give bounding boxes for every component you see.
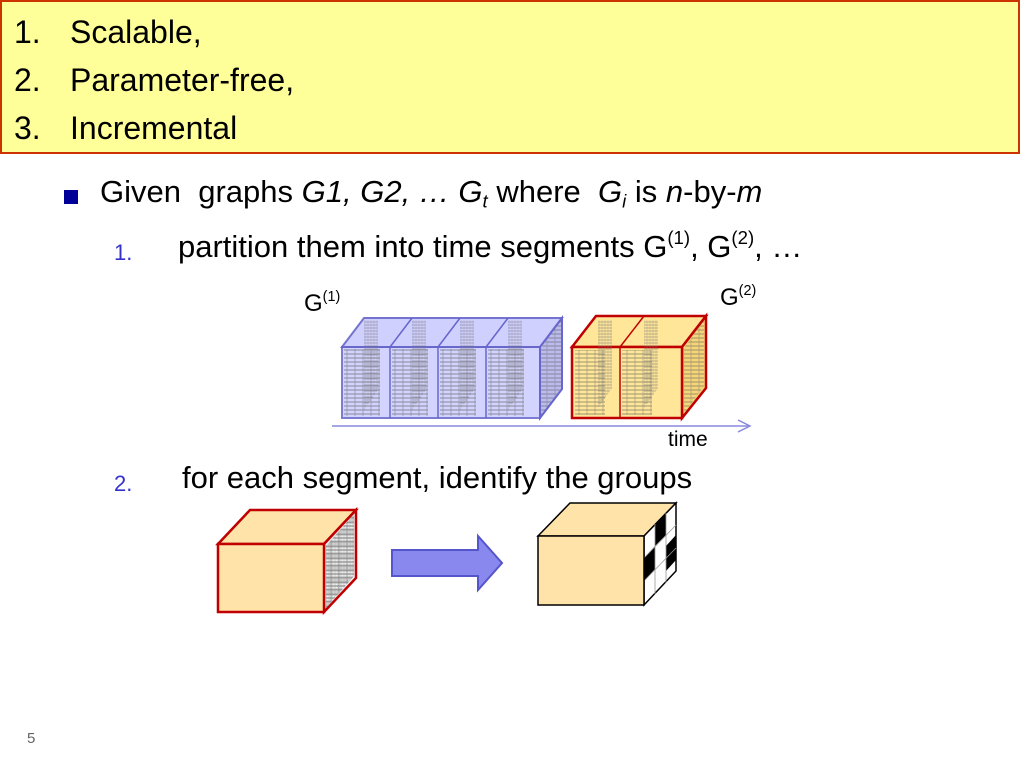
- transform-arrow-icon: [391, 533, 504, 593]
- header-item-text: Scalable,: [70, 14, 202, 50]
- segment2-box: [569, 312, 709, 422]
- input-cube: [215, 506, 359, 616]
- bullet-square-icon: [64, 190, 78, 204]
- step2-number: 2.: [114, 471, 133, 496]
- segment1-box: [339, 315, 565, 421]
- given-word: Given: [100, 174, 181, 209]
- header-item-text: Incremental: [70, 110, 238, 146]
- header-item-number: 2.: [14, 62, 41, 98]
- by-word: -by-: [683, 174, 737, 209]
- segment2-slabs: [575, 315, 704, 418]
- bullet-given-graphs: Given graphs G1, G2, … Gt where Gi is n-…: [100, 174, 762, 210]
- header-item-3: 3. Incremental: [14, 110, 237, 146]
- grouped-cube: [536, 501, 678, 607]
- header-item-text: Parameter-free,: [70, 62, 295, 98]
- where-word: where: [496, 174, 581, 209]
- graph-sequence: G1, G2, … Gt: [301, 174, 488, 212]
- graphs-word: graphs: [198, 174, 294, 209]
- gi-symbol: Gi: [598, 174, 627, 212]
- time-axis-label: time: [668, 428, 708, 451]
- is-word: is: [634, 174, 658, 209]
- step2-text: for each segment, identify the groups: [182, 460, 693, 495]
- header-item-2: 2. Parameter-free,: [14, 62, 294, 98]
- segment2-label: G(2): [720, 282, 757, 311]
- header-box: 1. Scalable, 2. Parameter-free, 3. Incremen…: [0, 0, 1020, 154]
- n-symbol: n: [665, 174, 684, 209]
- segment1-label: G(1): [304, 288, 341, 317]
- step1-number: 1.: [114, 240, 133, 265]
- time-axis: [332, 419, 752, 433]
- header-item-1: 1. Scalable,: [14, 14, 202, 50]
- m-symbol: m: [736, 174, 763, 209]
- step1-text: partition them into time segments G(1), …: [178, 226, 803, 264]
- header-item-number: 3.: [14, 110, 41, 146]
- header-item-number: 1.: [14, 14, 41, 50]
- group-blocks: [643, 513, 677, 594]
- page-number: 5: [27, 730, 36, 747]
- segment1-slabs: [344, 317, 561, 418]
